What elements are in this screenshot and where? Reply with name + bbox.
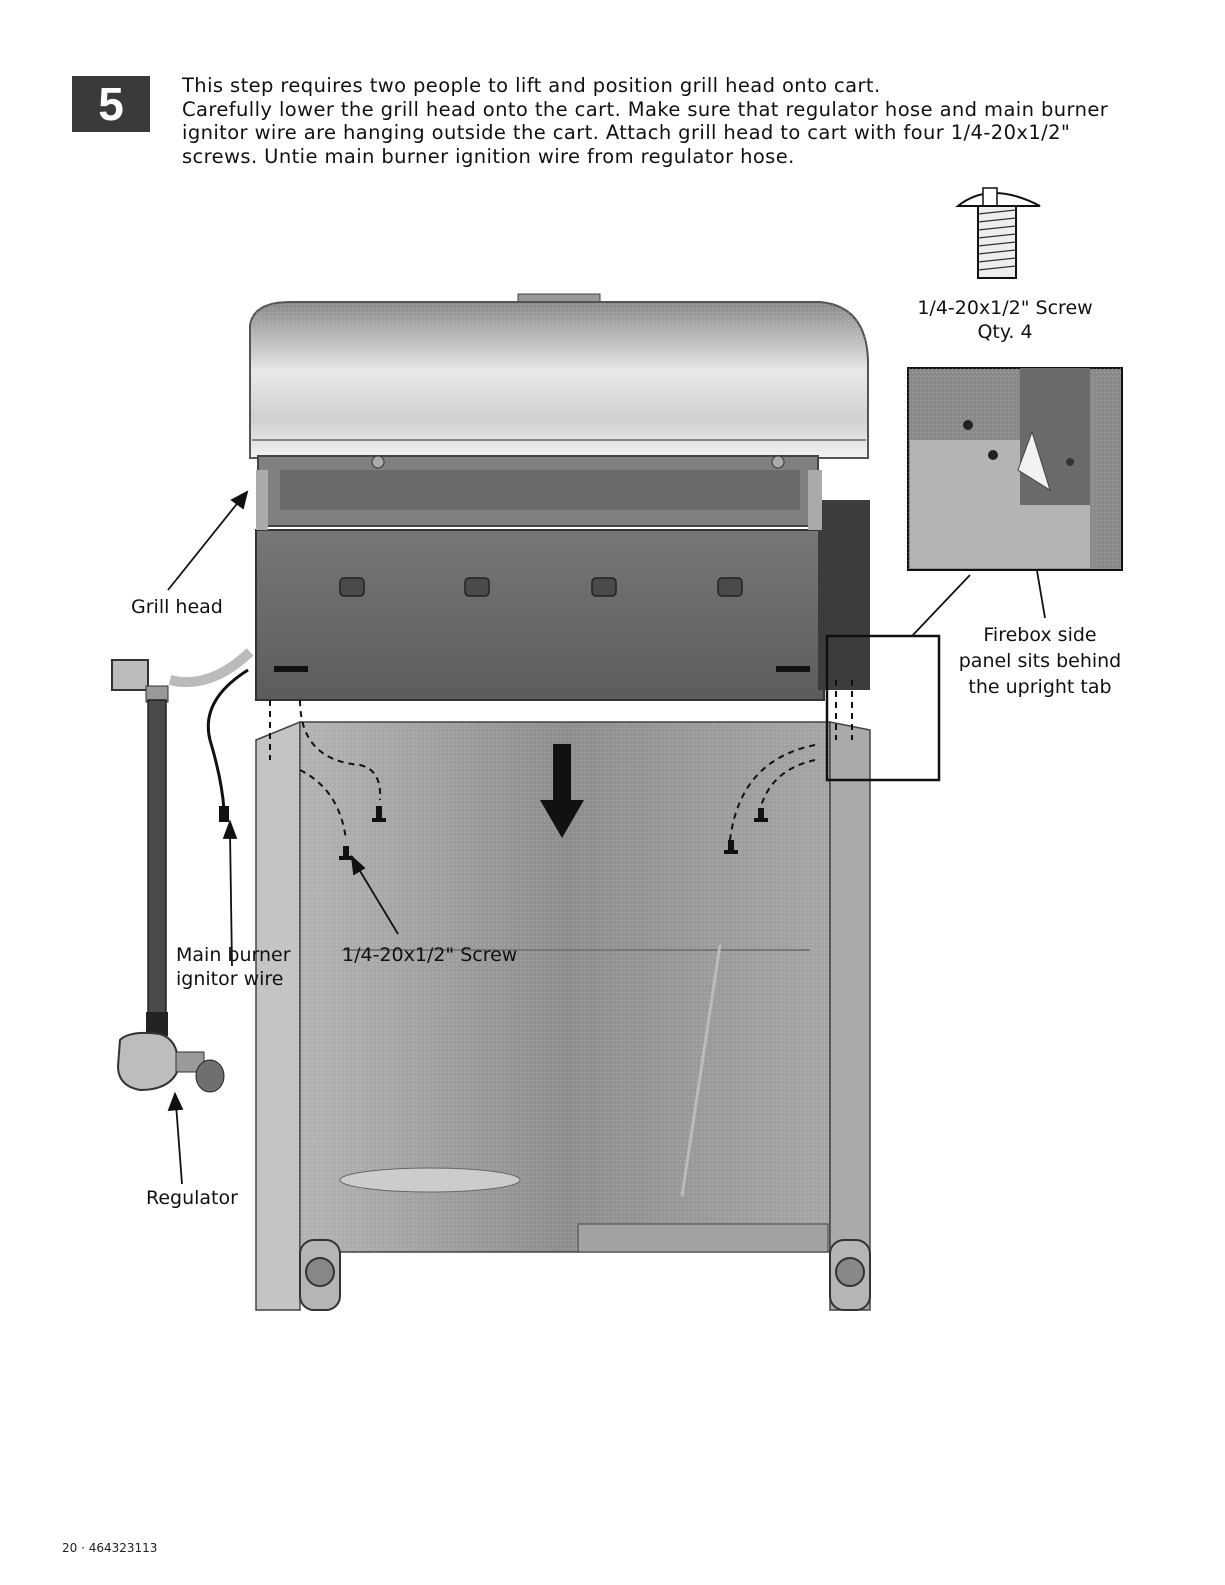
hardware-qty: Qty. 4 [977, 321, 1033, 343]
instruction-text: This step requires two people to lift an… [182, 74, 1142, 168]
label-ignitor-wire: Main burner ignitor wire [176, 943, 291, 991]
screw-paths [269, 680, 853, 841]
page-footer: 20 · 464323113 [62, 1541, 158, 1555]
label-firebox-line-1: Firebox side [983, 624, 1097, 646]
label-grill-head: Grill head [131, 596, 223, 618]
hardware-name: 1/4-20x1/2" Screw [917, 297, 1093, 319]
label-firebox-line-3: the upright tab [968, 676, 1112, 698]
screw-hardware-icon [955, 187, 1041, 279]
label-ignitor-line-2: ignitor wire [176, 968, 284, 990]
regulator-hose [111, 648, 254, 1093]
screw-markers [339, 806, 768, 860]
inset-detail-view [907, 367, 1123, 571]
step-number-badge: 5 [72, 76, 150, 132]
instruction-line-2: Carefully lower the grill head onto the … [182, 97, 1109, 168]
label-firebox-line-2: panel sits behind [958, 650, 1122, 672]
down-arrow-icon [540, 744, 584, 838]
label-ignitor-line-1: Main burner [176, 944, 291, 966]
grill-lid [249, 293, 869, 459]
label-regulator: Regulator [146, 1187, 238, 1209]
instruction-line-1: This step requires two people to lift an… [182, 74, 881, 97]
label-screw: 1/4-20x1/2" Screw [342, 944, 518, 966]
detail-highlight-box [825, 634, 941, 782]
hardware-callout: 1/4-20x1/2" Screw Qty. 4 [900, 296, 1110, 344]
ignitor-wire [206, 668, 249, 822]
grill-firebox [255, 455, 870, 701]
label-firebox: Firebox side panel sits behind the uprig… [940, 622, 1140, 700]
